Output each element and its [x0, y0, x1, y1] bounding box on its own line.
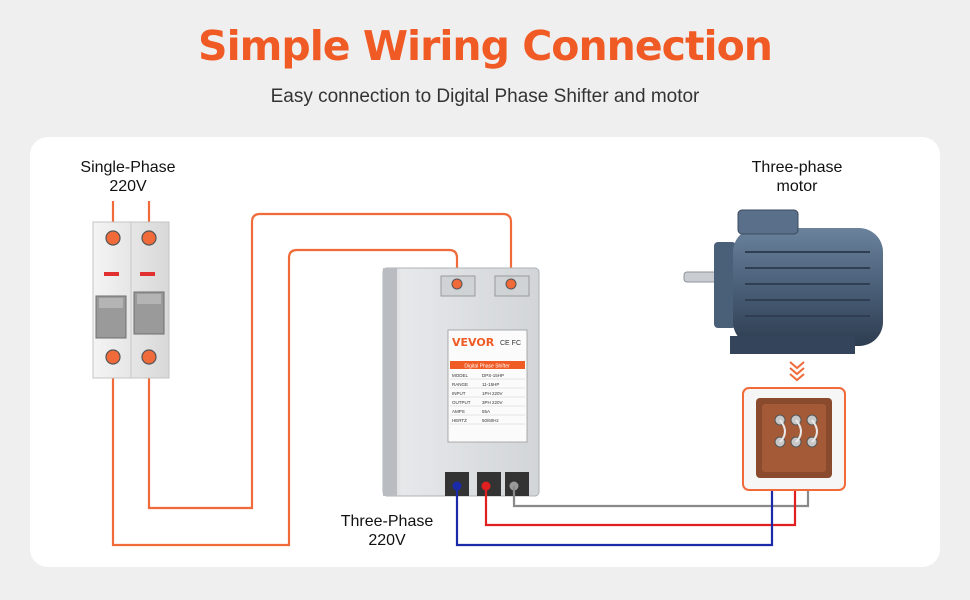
- wire-blue: [455, 478, 774, 547]
- plate-row-value: 11-15HP: [482, 382, 499, 387]
- plate-row-key: AMPS: [452, 409, 465, 414]
- down-arrows-icon: [789, 361, 805, 382]
- output-wires: [455, 478, 810, 547]
- label-motor-line1: Three-phase: [751, 159, 843, 176]
- plate-row-key: HERTZ: [452, 418, 467, 423]
- wire-breaker-left-top: [111, 248, 459, 547]
- label-three-phase-line1: Three-Phase: [340, 513, 434, 530]
- terminal-box: [742, 387, 846, 491]
- plate-row-key: INPUT: [452, 391, 466, 396]
- plate-row-value: DPS-15HP: [482, 373, 504, 378]
- label-three-phase-line2: 220V: [368, 532, 406, 549]
- plate-title: Digital Phase Shifter: [464, 364, 510, 370]
- plate-row-key: OUTPUT: [452, 400, 471, 405]
- plate-row-value: 3PH 220V: [482, 400, 503, 405]
- circuit-breaker: [92, 201, 170, 379]
- plate-rows: MODEL DPS-15HP RANGE 11-15HP INPUT 1PH 220V OU…: [450, 373, 525, 425]
- page-subtitle: Easy connection to Digital Phase Shifter…: [270, 86, 700, 107]
- nameplate: [447, 329, 528, 443]
- label-single-phase: Single-Phase 220V: [68, 158, 188, 196]
- wire-breaker-right-top: [147, 212, 513, 510]
- label-three-phase-motor: Three-phase motor: [737, 158, 857, 196]
- label-motor-line2: motor: [776, 178, 818, 195]
- three-phase-motor: [683, 209, 883, 354]
- plate-row-value: 55A: [482, 409, 490, 414]
- page-title: Simple Wiring Connection: [198, 22, 773, 70]
- wire-gray: [512, 478, 810, 508]
- label-single-phase-line2: 220V: [109, 178, 147, 195]
- label-single-phase-line1: Single-Phase: [80, 159, 176, 176]
- plate-row-key: RANGE: [452, 382, 468, 387]
- orange-wires: [111, 212, 513, 547]
- plate-row-value: 50/60Hz: [482, 418, 500, 423]
- label-three-phase-output: Three-Phase 220V: [322, 512, 452, 550]
- plate-row-value: 1PH 220V: [482, 391, 503, 396]
- phase-shifter: VEVOR CE FC Digital Phase Shifter MODEL D…: [382, 267, 540, 497]
- brand-logo: VEVOR: [452, 336, 495, 349]
- plate-row-key: MODEL: [452, 373, 469, 378]
- wire-red: [484, 478, 797, 527]
- cert-marks: CE FC: [500, 340, 521, 347]
